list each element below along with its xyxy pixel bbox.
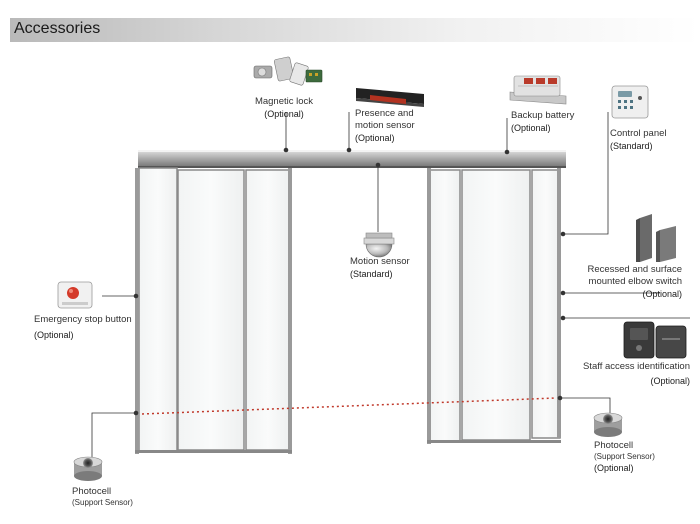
presence-sensor-name-1: Presence and bbox=[355, 108, 414, 119]
staff-access-icon bbox=[623, 321, 687, 359]
photocell-right-label: Photocell (Support Sensor) (Optional) bbox=[594, 440, 655, 474]
control-panel-name: Control panel bbox=[610, 128, 667, 139]
section-title: Accessories bbox=[14, 20, 101, 37]
photocell-left-name: Photocell bbox=[72, 486, 112, 497]
staff-access-label: Staff access identification (Optional) bbox=[560, 361, 690, 387]
motion-sensor-icon bbox=[363, 232, 395, 258]
photocell-left-icon bbox=[73, 456, 103, 481]
left-door-panels bbox=[135, 167, 292, 454]
backup-battery-label: Backup battery (Optional) bbox=[511, 110, 574, 134]
photocell-right-status: (Optional) bbox=[594, 463, 634, 473]
presence-sensor-name-2: motion sensor bbox=[355, 120, 415, 131]
magnetic-lock-label: Magnetic lock (Optional) bbox=[244, 96, 324, 120]
backup-battery-name: Backup battery bbox=[511, 110, 575, 121]
motion-sensor-status: (Standard) bbox=[350, 269, 393, 279]
leader-lines bbox=[91, 112, 690, 460]
elbow-switch-name-1: Recessed and surface bbox=[587, 264, 682, 275]
section-header: Accessories bbox=[10, 18, 700, 42]
staff-access-name: Staff access identification bbox=[582, 361, 690, 372]
emergency-stop-icon bbox=[57, 281, 93, 309]
photocell-left-sub: (Support Sensor) bbox=[72, 498, 133, 507]
presence-sensor-status: (Optional) bbox=[355, 133, 395, 143]
door-operator-rail bbox=[138, 150, 566, 168]
presence-sensor-icon bbox=[356, 88, 424, 107]
right-door-panels bbox=[427, 168, 561, 444]
emergency-stop-status: (Optional) bbox=[34, 330, 74, 340]
photocell-left-label: Photocell (Support Sensor) bbox=[72, 486, 133, 508]
elbow-switch-label: Recessed and surface mounted elbow switc… bbox=[560, 264, 682, 300]
control-panel-label: Control panel (Standard) bbox=[610, 128, 667, 152]
elbow-switch-name-2: mounted elbow switch bbox=[588, 276, 682, 287]
photocell-right-sub: (Support Sensor) bbox=[594, 452, 655, 461]
elbow-switch-icon bbox=[636, 214, 676, 262]
emergency-stop-label: Emergency stop button (Optional) bbox=[34, 314, 132, 341]
photocell-right-icon bbox=[593, 412, 623, 437]
staff-access-status: (Optional) bbox=[650, 376, 690, 386]
control-panel-icon bbox=[611, 85, 649, 119]
backup-battery-status: (Optional) bbox=[511, 123, 551, 133]
leader-dots bbox=[133, 147, 566, 416]
backup-battery-icon bbox=[509, 75, 567, 105]
photocell-beam bbox=[141, 397, 557, 415]
photocell-right-name: Photocell bbox=[594, 440, 634, 451]
magnetic-lock-name: Magnetic lock bbox=[254, 96, 314, 107]
elbow-switch-status: (Optional) bbox=[642, 289, 682, 299]
motion-sensor-label: Motion sensor (Standard) bbox=[350, 256, 410, 280]
motion-sensor-name: Motion sensor bbox=[350, 256, 410, 267]
control-panel-status: (Standard) bbox=[610, 141, 653, 151]
presence-sensor-label: Presence and motion sensor (Optional) bbox=[355, 108, 415, 144]
magnetic-lock-icon bbox=[253, 56, 323, 86]
emergency-stop-name: Emergency stop button bbox=[34, 314, 132, 325]
magnetic-lock-status: (Optional) bbox=[264, 109, 304, 119]
